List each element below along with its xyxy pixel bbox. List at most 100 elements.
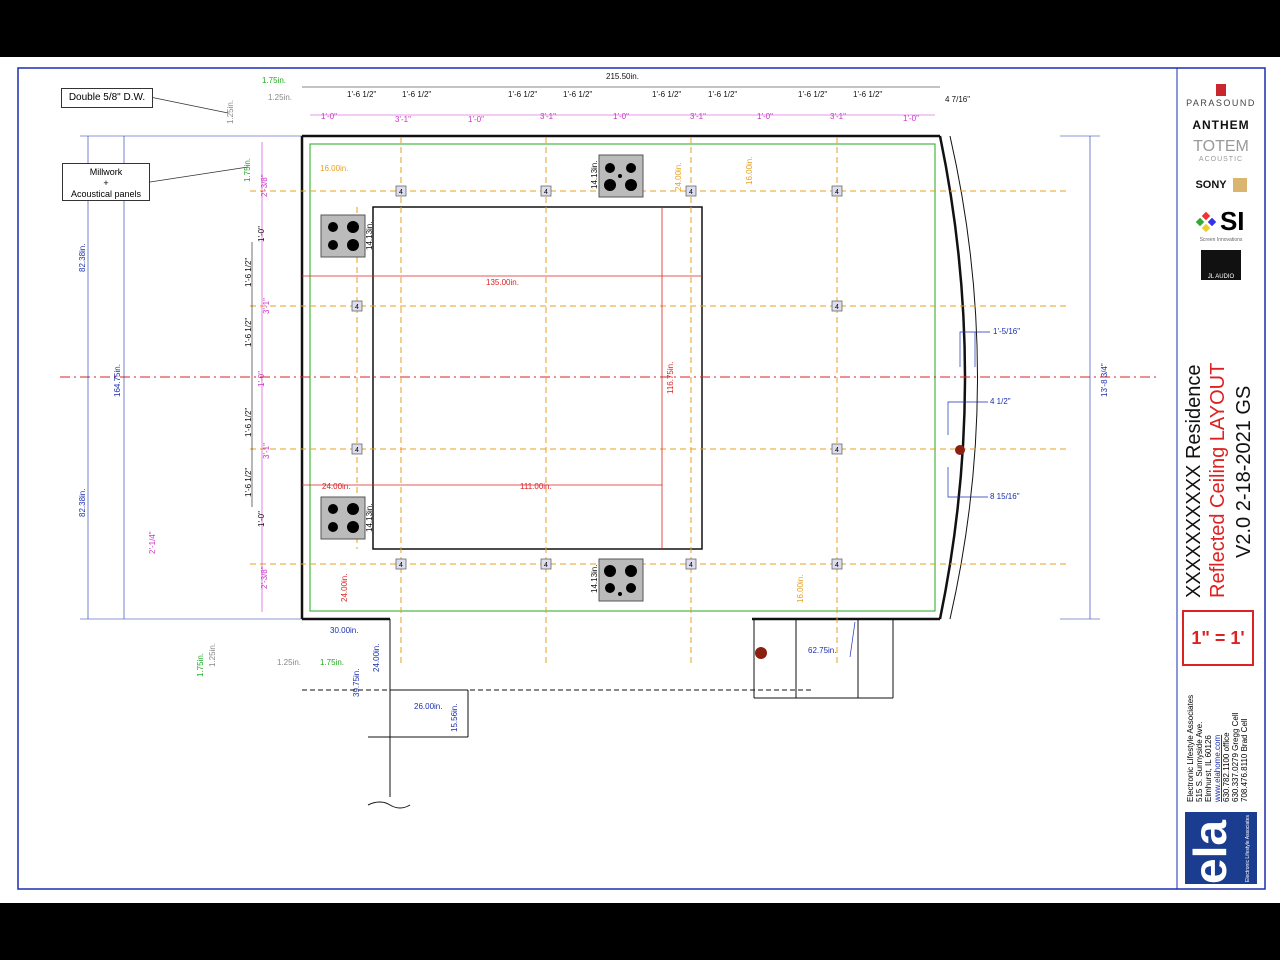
dim-label-bot-gray-a: 1.25in. — [208, 642, 217, 667]
speaker-bottom — [598, 558, 644, 602]
dim-label-spacing-a: 1'-6 1/2" — [652, 90, 682, 99]
light-tag-box — [540, 558, 552, 570]
light-tag-box — [351, 300, 363, 312]
cloud-panel — [372, 206, 703, 550]
light-tag-label: 4 — [544, 562, 548, 569]
dim-label-bot-green-b: 1.75in. — [320, 658, 345, 667]
dim-label-spacing-a: 1'-6 1/2" — [244, 407, 253, 437]
dim-label-blue-815: 8 15/16" — [990, 492, 1020, 501]
company-name: Electronic Lifestyle Associates — [1186, 694, 1195, 802]
dim-label-blue-412: 4 1/2" — [990, 397, 1011, 406]
callout-millwork-l3: Acoustical panels — [70, 189, 142, 199]
dim-label-spacing-a: 1'-6 1/2" — [244, 257, 253, 287]
dim-label-bay-a: 3'-1" — [262, 443, 271, 459]
dim-label-left-82a: 82.38in. — [78, 243, 87, 272]
dim-label-spacing-a: 1'-6 1/2" — [508, 90, 538, 99]
light-tag-label: 4 — [689, 189, 693, 196]
dim-label-top-green-b: 1.75in. — [243, 157, 252, 182]
dim-label-right-13: 13'-8 3/4" — [1100, 363, 1109, 397]
dim-label-orange-24: 24.00in. — [340, 573, 349, 602]
ela-logo-text: ela — [1185, 820, 1236, 884]
dim-label-blue-30: 30.00in. — [330, 626, 359, 635]
sony-text: SONY — [1195, 178, 1227, 191]
dim-label-red-11675: 116.75in. — [666, 361, 675, 394]
company-phone3: 708.476.8110 Brad Cell — [1240, 718, 1249, 802]
dim-label-red-111: 111.00in. — [520, 482, 552, 491]
parasound-text: PARASOUND — [1186, 98, 1256, 108]
light-tag-box — [831, 300, 843, 312]
light-tag-box — [395, 185, 407, 197]
dim-label-spacer-a: 1'-0" — [903, 114, 919, 123]
dim-label-spacer-a: 1'-0" — [321, 112, 337, 121]
light-tag-label: 4 — [355, 304, 359, 311]
company-addr2: Elmhurst, IL 60126 — [1204, 735, 1213, 802]
callout-drywall: Double 5/8" D.W. — [61, 88, 153, 108]
si-text: SI — [1219, 206, 1245, 236]
light-tag-box — [395, 558, 407, 570]
light-grid — [250, 137, 1070, 663]
anthem-logo: ANTHEM — [1192, 118, 1250, 132]
red-dims — [302, 207, 702, 549]
dim-label-orange-16: 16.00in. — [745, 156, 754, 185]
dim-label-spacing-a: 1'-6 1/2" — [244, 467, 253, 497]
parasound-logo: PARASOUND — [1181, 84, 1261, 108]
sensor-dot-bottom — [755, 647, 767, 659]
dim-label-bay-a: 3'-1" — [540, 112, 556, 121]
light-tag-label: 4 — [355, 447, 359, 454]
speakers — [320, 154, 644, 602]
light-tag-box — [831, 185, 843, 197]
light-tag-box — [351, 443, 363, 455]
dim-label-spacer-a: 1'-0" — [468, 115, 484, 124]
light-tag-label: 4 — [835, 562, 839, 569]
callout-millwork-l1: Millwork — [89, 167, 123, 177]
dim-label-spacing-a: 1'-6 1/2" — [402, 90, 432, 99]
dim-label-top-green-a: 1.75in. — [262, 76, 287, 85]
dim-label-spacing-a: 1'-6 1/2" — [708, 90, 738, 99]
dim-label-left-10: 1'-0" — [257, 371, 266, 387]
speaker-top-right — [598, 154, 644, 198]
dim-label-blue-24: 24.00in. — [372, 643, 381, 672]
dim-label-bay-a: 3'-1" — [262, 298, 271, 314]
ela-logo-subtext: Electronic Lifestyle Associates — [1245, 815, 1251, 882]
totem-logo: TOTEM ACOUSTIC — [1181, 138, 1261, 163]
dim-label-left-82b: 82.38in. — [78, 488, 87, 517]
dim-label-speaker-1413: 14.13in. — [590, 564, 599, 593]
title-line1: XXXXXXXXXX Residence — [1183, 364, 1205, 598]
dim-label-left-164: 164.75in. — [113, 364, 122, 397]
company-web[interactable]: www.elahome.com — [1213, 734, 1222, 802]
scale-text: 1" = 1' — [1191, 627, 1245, 648]
dim-label-blue-26: 26.00in. — [414, 702, 443, 711]
dim-label-top-gray-a: 1.25in. — [268, 93, 293, 102]
dim-label-bot-gray-b: 1.25in. — [277, 658, 302, 667]
light-tag-label: 4 — [544, 189, 548, 196]
light-tag-box — [831, 558, 843, 570]
dim-label-bot-green-a: 1.75in. — [196, 652, 205, 677]
company-phone1: 630.782.1100 office — [1222, 732, 1231, 802]
dim-label-speaker-1413: 14.13in. — [590, 160, 599, 189]
jl-text: JL AUDIO — [1207, 274, 1235, 280]
light-tag-box — [831, 443, 843, 455]
dim-label-spacing-a: 1'-6 1/2" — [853, 90, 883, 99]
dim-label-right-offset: 4 7/16" — [945, 95, 971, 104]
speaker-left-lower — [320, 496, 366, 540]
dim-label-orange-16: 16.00in. — [796, 574, 805, 603]
dim-label-left-238: 2'-3/8" — [260, 174, 269, 197]
dim-label-spacing-a: 1'-6 1/2" — [244, 317, 253, 347]
speaker-left-upper — [320, 214, 366, 258]
dim-label-spacing-a: 1'-6 1/2" — [347, 90, 377, 99]
title-line2: Reflected Ceiling LAYOUT — [1207, 362, 1229, 598]
dim-label-spacer-a: 1'-0" — [613, 112, 629, 121]
callout-millwork-l2: + — [103, 178, 109, 188]
dim-label-left-10: 1'-0" — [257, 511, 266, 527]
callout-drywall-text: Double 5/8" D.W. — [68, 92, 146, 103]
dim-label-bay-a: 3'-1" — [690, 112, 706, 121]
dim-label-blue-6275: 62.75in. — [808, 646, 837, 655]
scale-box: 1" = 1' — [1182, 610, 1254, 666]
dim-label-bay-a: 3'-1" — [395, 115, 411, 124]
light-tag-box — [540, 185, 552, 197]
dim-label-bay-a: 3'-1" — [830, 112, 846, 121]
jl-audio-logo: JL AUDIO — [1201, 250, 1241, 280]
light-tag-label: 4 — [399, 189, 403, 196]
